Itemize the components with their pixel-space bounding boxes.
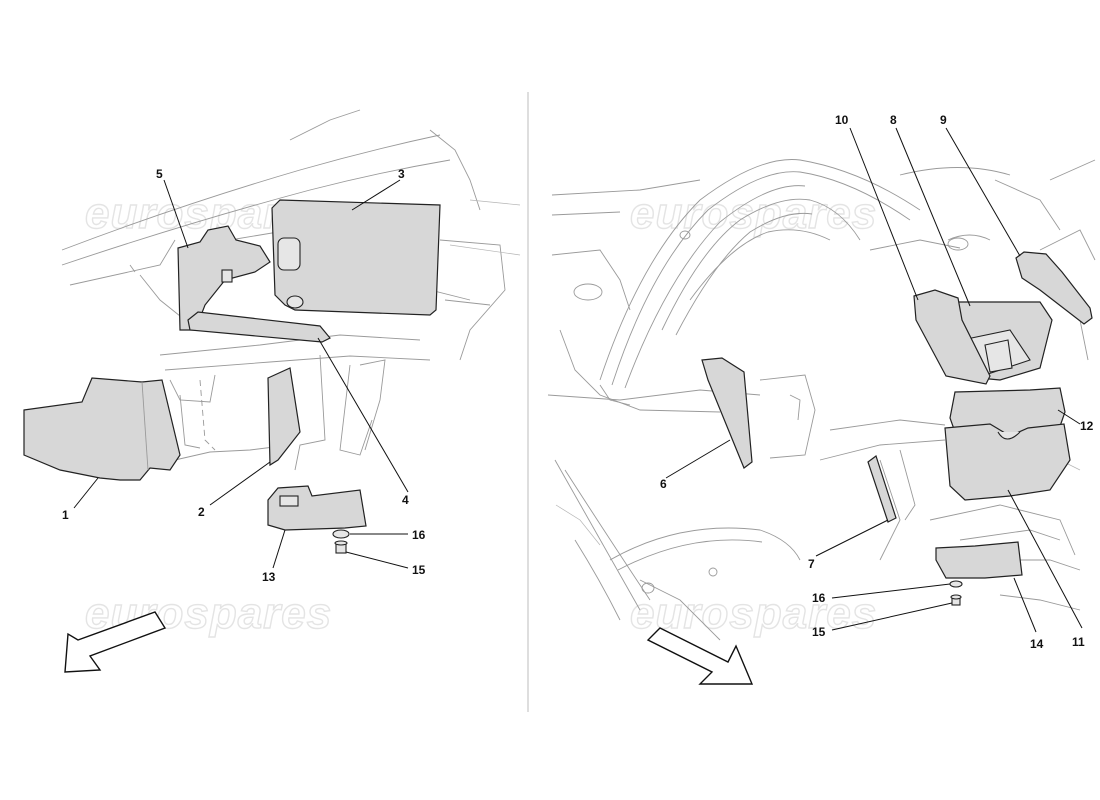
callout-15: 15 — [412, 563, 426, 577]
part-4-strip — [187, 311, 331, 343]
right-body-wireframe — [547, 159, 1096, 641]
part-14-bracket — [935, 541, 1023, 579]
callout-11: 11 — [1072, 635, 1085, 649]
part-10-panel — [913, 289, 991, 385]
callout-7: 7 — [808, 557, 815, 571]
direction-arrow-icon — [646, 627, 754, 685]
callout-4: 4 — [402, 493, 409, 507]
part-15-screw — [334, 540, 348, 554]
callout-13: 13 — [262, 570, 276, 584]
part-16-washer-right — [949, 580, 963, 588]
part-8-inner — [984, 339, 1013, 373]
part-9-panel — [1015, 251, 1093, 325]
callout-5: 5 — [156, 167, 163, 181]
callout-2: 2 — [198, 505, 205, 519]
part-6-panel — [701, 357, 753, 469]
callout-8: 8 — [890, 113, 897, 127]
left-view: 1 2 3 4 5 13 15 16 — [23, 109, 521, 673]
right-view: 6 7 8 9 10 11 12 14 15 16 — [547, 113, 1096, 685]
callout-16: 16 — [412, 528, 426, 542]
watermark-right-top: eurospares — [630, 189, 877, 238]
callout-14: 14 — [1030, 637, 1044, 651]
part-13-bracket — [267, 485, 367, 531]
callout-15-right: 15 — [812, 625, 826, 639]
direction-arrow-icon — [64, 611, 167, 673]
part-3-opening — [277, 237, 301, 271]
callout-16-right: 16 — [812, 591, 826, 605]
part-3-hole — [286, 295, 304, 309]
part-7-bracket — [867, 455, 897, 523]
callout-3: 3 — [398, 167, 405, 181]
part-5-slot — [221, 269, 233, 283]
part-2-bracket — [267, 367, 301, 467]
callout-6: 6 — [660, 477, 667, 491]
part-11-notch — [997, 431, 1021, 440]
part-13-tab — [279, 495, 299, 507]
part-3-panel — [271, 199, 441, 316]
callout-10: 10 — [835, 113, 849, 127]
part-1-panel — [23, 377, 181, 481]
callout-9: 9 — [940, 113, 947, 127]
watermark-right-bottom: eurospares — [630, 589, 877, 638]
callout-1: 1 — [62, 508, 69, 522]
part-16-washer — [332, 529, 350, 539]
part-15-screw-right — [950, 594, 962, 606]
callout-12: 12 — [1080, 419, 1094, 433]
